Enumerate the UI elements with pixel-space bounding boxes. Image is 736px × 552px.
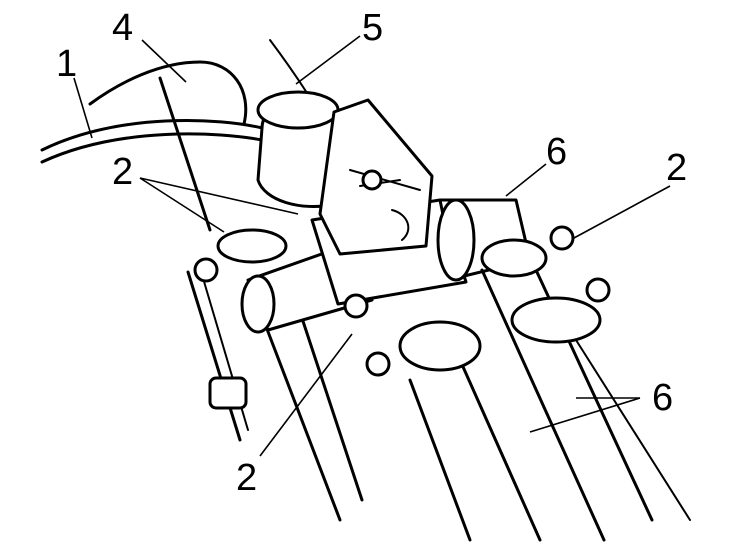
hose-right-1 bbox=[480, 268, 606, 542]
housing-4 bbox=[88, 60, 248, 126]
leader-6b bbox=[529, 397, 641, 433]
screw-3 bbox=[365, 351, 391, 377]
tee-branch-end bbox=[436, 198, 476, 282]
frame-left bbox=[158, 76, 212, 232]
leader-4 bbox=[141, 39, 187, 83]
callout-2-bottom: 2 bbox=[236, 457, 257, 499]
leader-2a bbox=[139, 177, 225, 233]
leader-2c bbox=[573, 185, 671, 239]
hose-right-2b bbox=[458, 358, 542, 542]
valve-pin bbox=[361, 169, 383, 191]
frame-side bbox=[186, 270, 242, 442]
leader-5 bbox=[295, 35, 361, 85]
leader-2b bbox=[139, 177, 299, 215]
leader-6a bbox=[505, 163, 547, 197]
hose-right-2 bbox=[408, 378, 472, 542]
cable-lower bbox=[40, 132, 264, 164]
screw-1 bbox=[193, 257, 219, 283]
callout-5: 5 bbox=[362, 7, 383, 49]
frame-long-inner bbox=[294, 298, 364, 502]
hose-stub-end bbox=[240, 274, 276, 334]
callout-6-bottom: 6 bbox=[652, 377, 673, 419]
valve-cap bbox=[256, 90, 340, 130]
callout-2-top-right: 2 bbox=[666, 147, 687, 189]
screw-5 bbox=[585, 277, 611, 303]
clamp-right-lower bbox=[510, 296, 602, 344]
callout-4: 4 bbox=[112, 7, 133, 49]
callout-1: 1 bbox=[56, 43, 77, 85]
frame-boss bbox=[208, 376, 248, 410]
clamp-center bbox=[398, 320, 482, 372]
screw-4 bbox=[549, 225, 575, 251]
clamp-right-upper bbox=[480, 238, 548, 278]
callout-2-top-left: 2 bbox=[112, 151, 133, 193]
frame-long bbox=[260, 314, 342, 522]
clamp-left bbox=[216, 228, 288, 264]
callout-6-top: 6 bbox=[546, 131, 567, 173]
leader-2d bbox=[259, 333, 353, 457]
hose-right-3 bbox=[575, 339, 691, 521]
leader-1 bbox=[73, 77, 93, 139]
screw-2 bbox=[343, 293, 369, 319]
